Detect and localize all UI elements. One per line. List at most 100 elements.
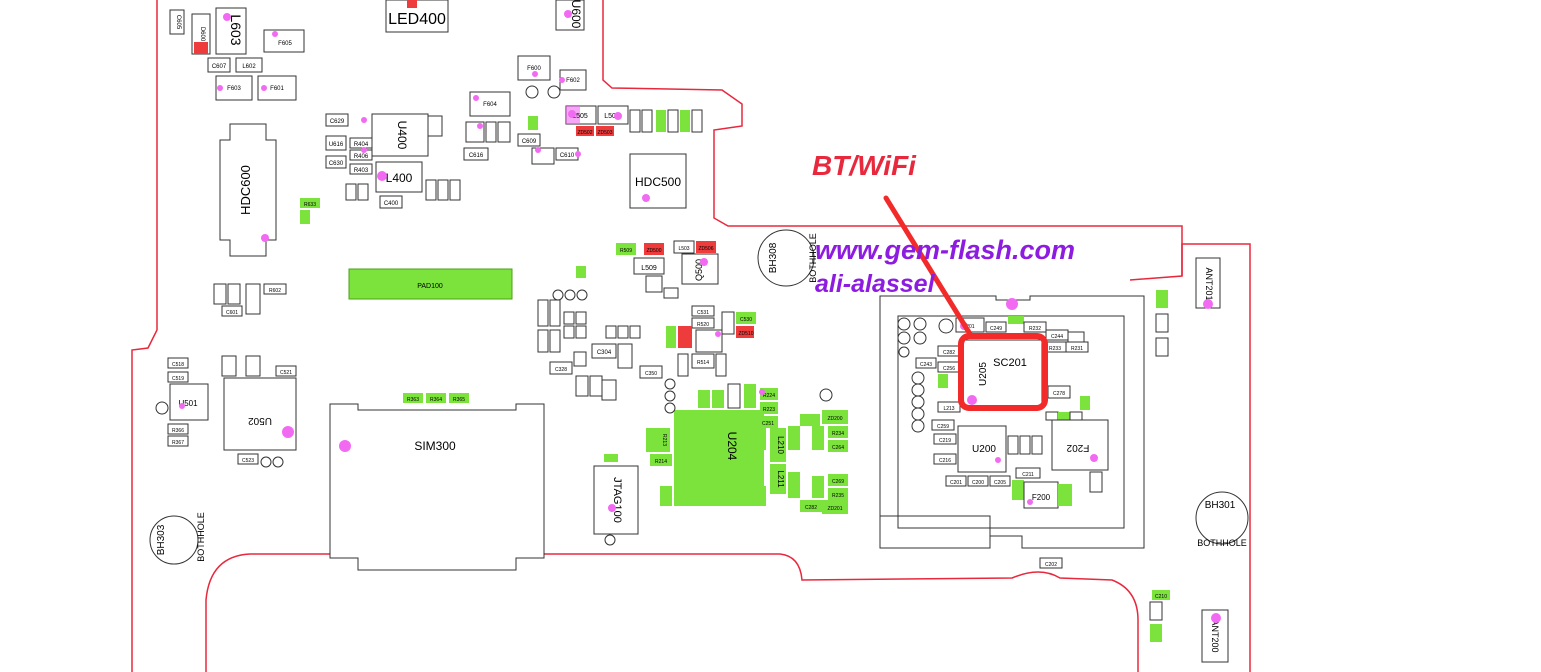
bh301-component: BH301 BOTHHOLE bbox=[1195, 491, 1249, 548]
label-hdc500: HDC500 bbox=[635, 175, 681, 189]
label-c282: C282 bbox=[805, 505, 817, 511]
label-r223: R223 bbox=[763, 407, 775, 413]
label-r367: R367 bbox=[172, 440, 184, 446]
board-outline-left bbox=[131, 0, 158, 672]
label-c278: C278 bbox=[1053, 391, 1065, 397]
label-bh308: BH308 bbox=[768, 242, 779, 273]
label-r234: R234 bbox=[832, 431, 844, 437]
label-r366: R366 bbox=[172, 428, 184, 434]
label-c616: C616 bbox=[469, 153, 484, 159]
label-c523: C523 bbox=[242, 458, 254, 464]
label-u600: U600 bbox=[569, 0, 583, 29]
label-u501: U501 bbox=[178, 399, 198, 408]
label-q500: Q500 bbox=[694, 259, 704, 281]
label-bh301: BH301 bbox=[1205, 500, 1236, 511]
label-r404: R404 bbox=[354, 142, 369, 148]
label-r514: R514 bbox=[697, 360, 709, 366]
label-bothhole-bh308: BOTHHOLE bbox=[808, 233, 818, 283]
label-f605: F605 bbox=[278, 41, 292, 47]
label-l400: L400 bbox=[386, 171, 413, 185]
bh308-component: BH308 BOTHHOLE bbox=[757, 229, 818, 287]
zd-cluster: R509 ZD500 L503 ZD506 L509 Q500 bbox=[576, 240, 719, 299]
label-zd503: ZD503 bbox=[597, 130, 612, 136]
label-c609: C609 bbox=[522, 139, 537, 145]
label-c605: C605 bbox=[175, 15, 181, 30]
label-zd506: ZD506 bbox=[698, 246, 713, 252]
label-c530: C530 bbox=[740, 317, 752, 323]
left-middle-cluster: R602 C601 C518 C519 U501 R366 R367 C521 … bbox=[167, 283, 297, 465]
label-bothhole-bh303: BOTHHOLE bbox=[196, 512, 206, 562]
label-ant200: ANT200 bbox=[1210, 619, 1220, 652]
u204-region: U204 R224 R223 C251 L210 L211 ZD200 R234… bbox=[604, 383, 848, 514]
label-f600: F600 bbox=[527, 66, 541, 72]
label-pad100: PAD100 bbox=[417, 283, 443, 290]
label-c201: C201 bbox=[950, 480, 962, 486]
label-u400: U400 bbox=[395, 121, 409, 150]
label-jtag100: JTAG100 bbox=[611, 477, 623, 523]
u400-region: C629 R404 R406 R403 U616 C630 U400 L400 … bbox=[325, 113, 579, 209]
label-r363: R363 bbox=[407, 397, 419, 403]
label-c202: C202 bbox=[1045, 562, 1057, 568]
label-d600: D600 bbox=[199, 27, 205, 42]
c530-cluster: C531 R520 C530 ZD510 R514 bbox=[666, 305, 756, 377]
label-c205: C205 bbox=[994, 480, 1006, 486]
board-outline-bottom bbox=[205, 553, 1139, 672]
label-r365: R365 bbox=[453, 397, 465, 403]
test-points bbox=[179, 10, 1221, 623]
board-outline-right bbox=[1181, 243, 1251, 672]
label-l503: L503 bbox=[678, 246, 689, 252]
label-r403: R403 bbox=[354, 168, 369, 174]
middle-smd-cluster: C304 C328 C350 bbox=[537, 299, 663, 401]
rf-smd-cluster: L201 C249 R232 C244 R233 R231 C282 C243 … bbox=[915, 316, 1109, 569]
label-l201: L201 bbox=[963, 324, 974, 330]
label-c219: C219 bbox=[939, 438, 951, 444]
label-u200: U200 bbox=[972, 444, 996, 455]
label-l213: L213 bbox=[943, 406, 954, 412]
rf-ring-capacitors bbox=[897, 317, 954, 433]
label-bh303: BH303 bbox=[156, 524, 167, 555]
watermark-author: ali-alassel bbox=[815, 270, 935, 298]
label-zd200: ZD200 bbox=[827, 416, 842, 422]
label-c282-rf: C282 bbox=[943, 350, 955, 356]
label-c518: C518 bbox=[172, 362, 184, 368]
label-l211: L211 bbox=[776, 470, 785, 488]
label-c328: C328 bbox=[555, 367, 567, 373]
label-c211: C211 bbox=[1022, 472, 1034, 478]
label-r633: R633 bbox=[304, 202, 316, 208]
label-r406: R406 bbox=[354, 154, 369, 160]
hdc600-component: HDC600 bbox=[219, 123, 277, 257]
label-f200: F200 bbox=[1032, 493, 1051, 502]
label-l507: L507 bbox=[604, 113, 620, 120]
label-r233: R233 bbox=[1049, 346, 1061, 352]
label-sc201: SC201 bbox=[993, 357, 1027, 369]
label-r509: R509 bbox=[620, 248, 632, 254]
led400-component: LED400 bbox=[385, 0, 449, 33]
label-c210: C210 bbox=[1155, 594, 1167, 600]
label-u205: U205 bbox=[978, 362, 989, 386]
ant200-region: C210 ANT200 bbox=[1149, 590, 1229, 663]
label-c519: C519 bbox=[172, 376, 184, 382]
label-c269: C269 bbox=[832, 479, 844, 485]
label-sim300: SIM300 bbox=[414, 439, 456, 453]
label-c521: C521 bbox=[280, 370, 292, 376]
watermark-site: www.gem-flash.com bbox=[815, 235, 1076, 265]
label-f604: F604 bbox=[483, 102, 497, 108]
r633-component: R633 bbox=[300, 198, 320, 224]
label-r602: R602 bbox=[269, 288, 281, 294]
label-c350: C350 bbox=[645, 371, 657, 377]
label-c244: C244 bbox=[1051, 334, 1063, 340]
label-r231: R231 bbox=[1071, 346, 1083, 352]
pointer-arrow bbox=[883, 195, 973, 337]
label-c216: C216 bbox=[939, 458, 951, 464]
label-r520: R520 bbox=[697, 322, 709, 328]
label-c243: C243 bbox=[920, 362, 932, 368]
sim300-region: R363 R364 R365 SIM300 bbox=[329, 393, 545, 571]
label-l210: L210 bbox=[776, 436, 785, 454]
label-r235: R235 bbox=[832, 493, 844, 499]
label-c610: C610 bbox=[560, 153, 575, 159]
u600-component: U600 bbox=[555, 0, 585, 31]
label-r232: R232 bbox=[1029, 326, 1041, 332]
label-hdc600: HDC600 bbox=[238, 165, 253, 215]
label-c630: C630 bbox=[329, 161, 344, 167]
